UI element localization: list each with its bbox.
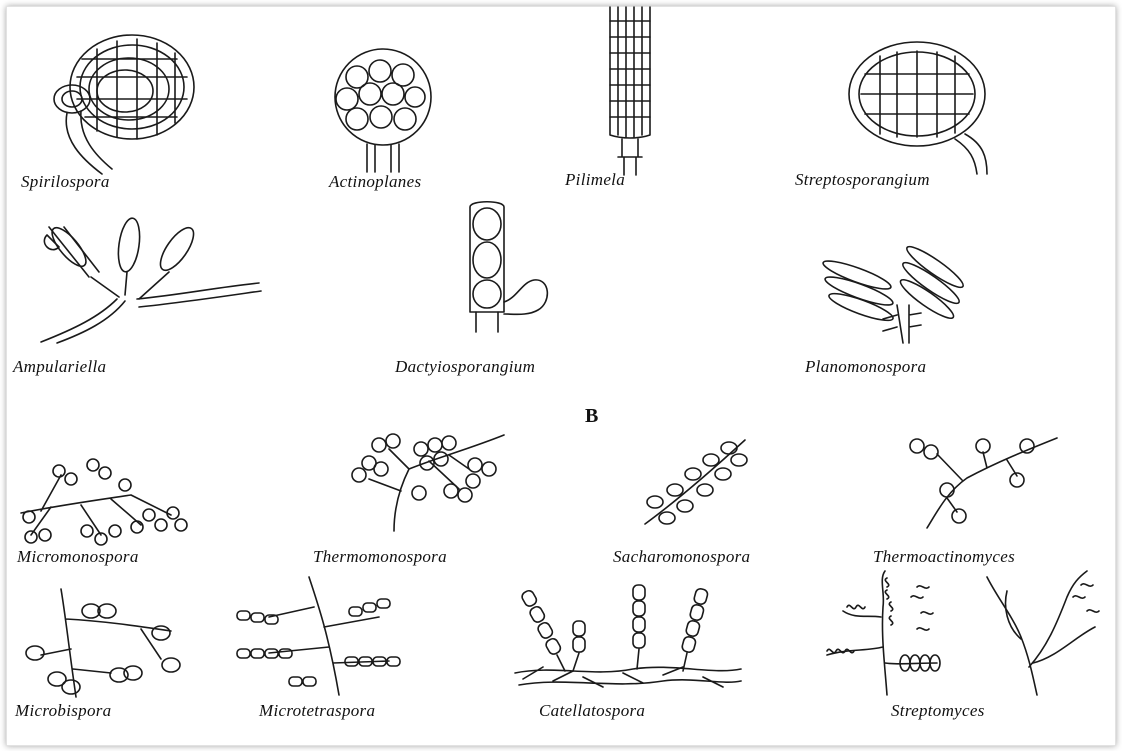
dactyiosporangium-drawing — [462, 202, 562, 337]
micromonospora-drawing — [21, 455, 201, 550]
label-dactyiosporangium: Dactyiosporangium — [395, 357, 535, 377]
planomonospora-drawing — [817, 245, 992, 345]
label-ampulariella: Ampulariella — [13, 357, 106, 377]
streptosporangium-drawing — [835, 39, 1010, 174]
label-streptosporangium: Streptosporangium — [795, 170, 930, 190]
thermomonospora-drawing — [339, 429, 514, 534]
spirilospora-drawing — [37, 19, 207, 179]
label-planomonospora: Planomonospora — [805, 357, 926, 377]
label-microtetraspora: Microtetraspora — [259, 701, 375, 721]
catellatospora-drawing — [513, 581, 743, 696]
microbispora-drawing — [21, 589, 201, 699]
label-microbispora: Microbispora — [15, 701, 111, 721]
section-label-b: B — [585, 405, 598, 428]
actinoplanes-drawing — [325, 47, 445, 172]
label-thermomonospora: Thermomonospora — [313, 547, 447, 567]
thermoactinomyces-drawing — [887, 432, 1062, 532]
streptomyces-drawing — [807, 567, 1107, 697]
ampulariella-drawing — [29, 217, 269, 347]
figure-sheet: Spirilospora Actinoplanes Pilimela Strep… — [6, 6, 1116, 746]
label-spirilospora: Spirilospora — [21, 172, 110, 192]
label-thermoactinomyces: Thermoactinomyces — [873, 547, 1015, 567]
label-streptomyces: Streptomyces — [891, 701, 985, 721]
label-sacharomonospora: Sacharomonospora — [613, 547, 750, 567]
label-catellatospora: Catellatospora — [539, 701, 645, 721]
label-pilimela: Pilimela — [565, 170, 625, 190]
label-actinoplanes: Actinoplanes — [329, 172, 421, 192]
sacharomonospora-drawing — [625, 432, 765, 532]
pilimela-drawing — [602, 7, 662, 175]
microtetraspora-drawing — [229, 577, 419, 697]
label-micromonospora: Micromonospora — [17, 547, 139, 567]
